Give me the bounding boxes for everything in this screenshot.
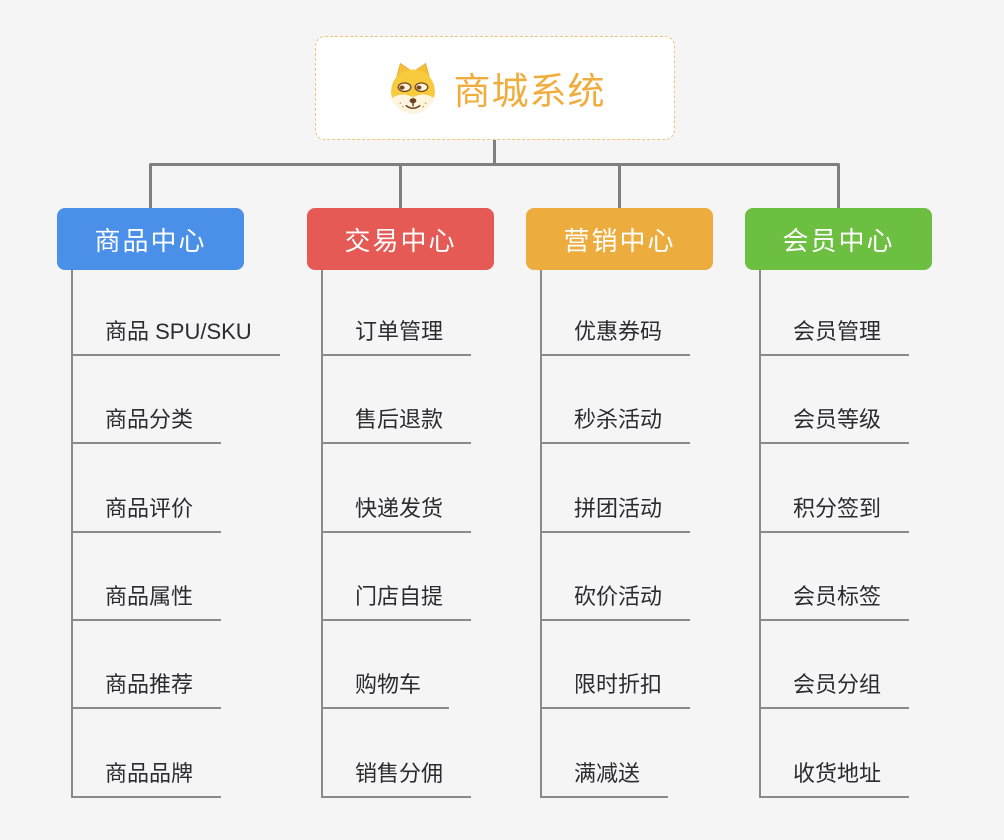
node-product-review[interactable]: 商品评价 bbox=[72, 495, 222, 533]
branch-node-marketing-center[interactable]: 营销中心 bbox=[526, 208, 713, 270]
node-flash-sale[interactable]: 秒杀活动 bbox=[541, 406, 691, 444]
node-shopping-cart[interactable]: 购物车 bbox=[322, 671, 450, 709]
connector-trunk bbox=[149, 163, 840, 166]
node-store-pickup[interactable]: 门店自提 bbox=[322, 583, 472, 621]
branch-line bbox=[540, 270, 542, 798]
node-product-category[interactable]: 商品分类 bbox=[72, 406, 222, 444]
branch-line bbox=[71, 270, 73, 798]
node-product-spu-sku[interactable]: 商品 SPU/SKU bbox=[72, 318, 280, 356]
node-member-management[interactable]: 会员管理 bbox=[760, 318, 910, 356]
branch-member-center: 会员中心 会员管理 会员等级 积分签到 会员标签 会员分组 收货地址 bbox=[745, 208, 1004, 808]
branch-node-trade-center[interactable]: 交易中心 bbox=[307, 208, 494, 270]
node-coupon-code[interactable]: 优惠券码 bbox=[541, 318, 691, 356]
connector-drop-product bbox=[149, 165, 152, 208]
branch-node-product-center[interactable]: 商品中心 bbox=[57, 208, 244, 270]
node-member-groups[interactable]: 会员分组 bbox=[760, 671, 910, 709]
branch-trade-center: 交易中心 订单管理 售后退款 快递发货 门店自提 购物车 销售分佣 bbox=[307, 208, 567, 808]
node-member-level[interactable]: 会员等级 bbox=[760, 406, 910, 444]
node-order-management[interactable]: 订单管理 bbox=[322, 318, 472, 356]
root-node-mall-system[interactable]: 商城系统 bbox=[315, 36, 675, 140]
node-group-buy[interactable]: 拼团活动 bbox=[541, 495, 691, 533]
branch-line bbox=[321, 270, 323, 798]
connector-drop-trade bbox=[399, 165, 402, 208]
node-product-attribute[interactable]: 商品属性 bbox=[72, 583, 222, 621]
root-title: 商城系统 bbox=[453, 71, 606, 112]
node-full-reduction[interactable]: 满减送 bbox=[541, 760, 669, 798]
node-sales-commission[interactable]: 销售分佣 bbox=[322, 760, 472, 798]
node-member-tags[interactable]: 会员标签 bbox=[760, 583, 910, 621]
branch-line bbox=[759, 270, 761, 798]
doge-icon bbox=[385, 61, 441, 115]
connector-drop-marketing bbox=[618, 165, 621, 208]
connector-drop-member bbox=[837, 165, 840, 208]
node-product-brand[interactable]: 商品品牌 bbox=[72, 760, 222, 798]
branch-marketing-center: 营销中心 优惠券码 秒杀活动 拼团活动 砍价活动 限时折扣 满减送 bbox=[526, 208, 786, 808]
branch-node-member-center[interactable]: 会员中心 bbox=[745, 208, 932, 270]
node-points-checkin[interactable]: 积分签到 bbox=[760, 495, 910, 533]
branch-product-center: 商品中心 商品 SPU/SKU 商品分类 商品评价 商品属性 商品推荐 商品品牌 bbox=[57, 208, 317, 808]
node-shipping-address[interactable]: 收货地址 bbox=[760, 760, 910, 798]
node-limited-time-discount[interactable]: 限时折扣 bbox=[541, 671, 691, 709]
node-aftersale-refund[interactable]: 售后退款 bbox=[322, 406, 472, 444]
node-bargain-activity[interactable]: 砍价活动 bbox=[541, 583, 691, 621]
node-product-recommend[interactable]: 商品推荐 bbox=[72, 671, 222, 709]
node-express-shipping[interactable]: 快递发货 bbox=[322, 495, 472, 533]
connector-root-stem bbox=[493, 140, 496, 164]
